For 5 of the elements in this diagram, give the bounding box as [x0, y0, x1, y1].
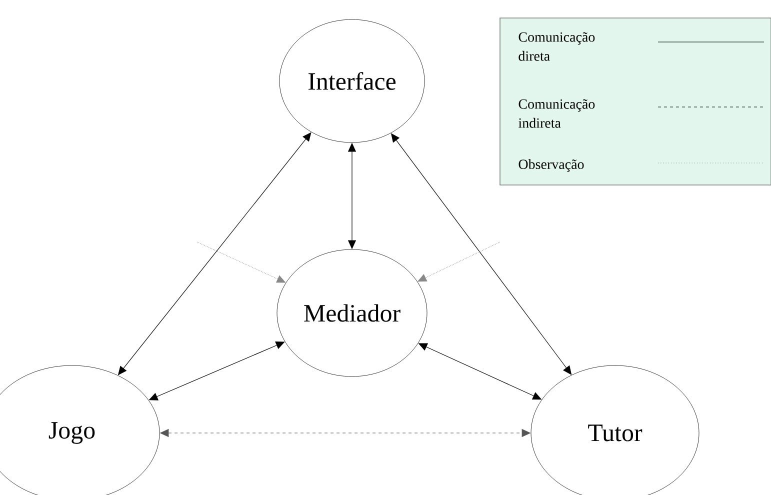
legend-label: Comunicação indireta — [518, 99, 595, 128]
legend-label: Observação — [518, 159, 584, 172]
legend-label: Comunicação direta — [518, 32, 595, 61]
ellipse-node: Mediador — [276, 249, 428, 377]
ellipse-node: Interface — [279, 19, 425, 143]
